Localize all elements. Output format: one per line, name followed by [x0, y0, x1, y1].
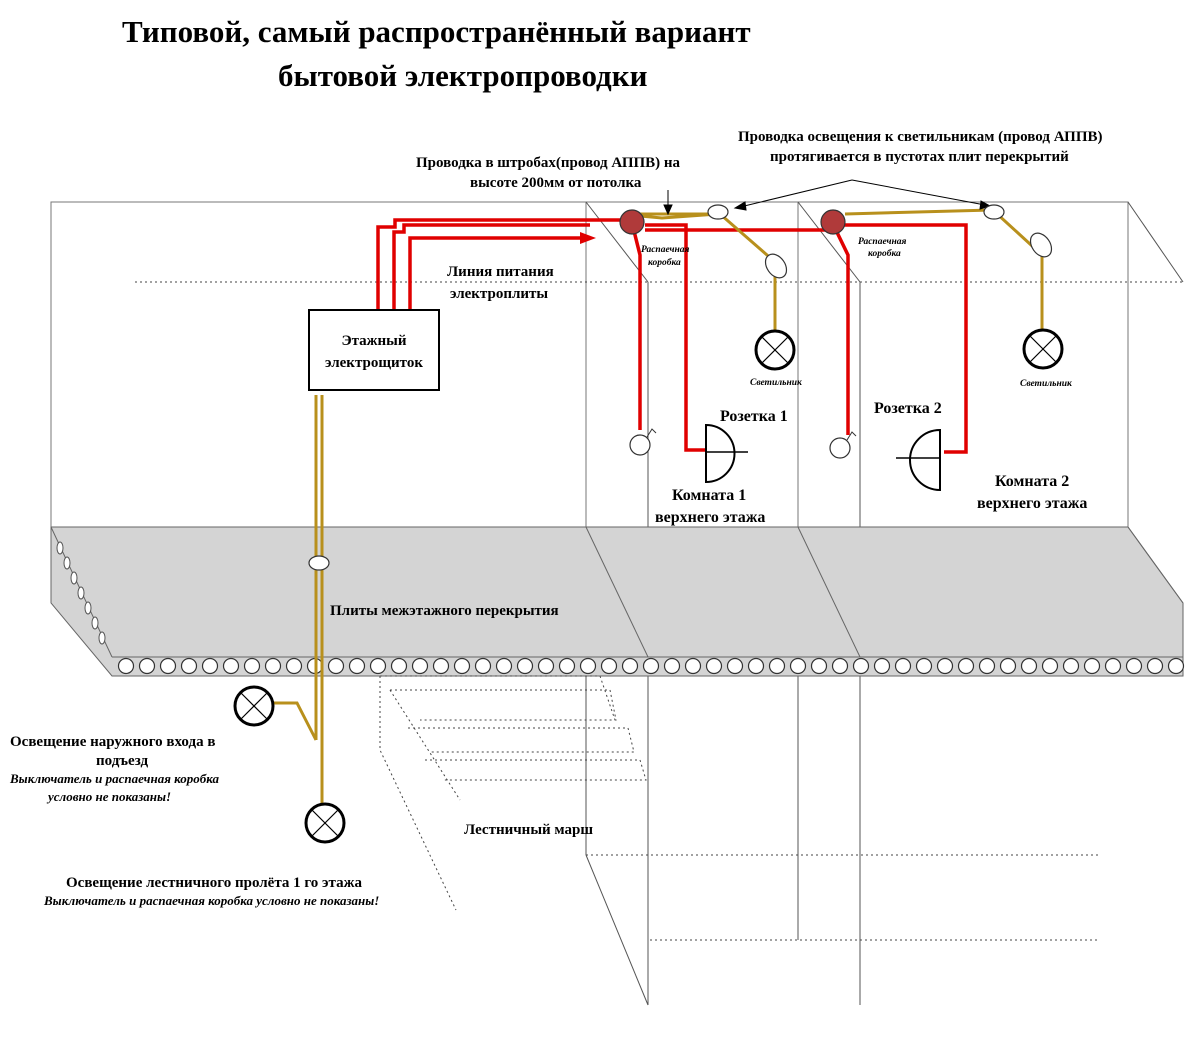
slab-hollow — [726, 657, 744, 675]
socket-2-label: Розетка 2 — [874, 400, 942, 417]
slab-hollow — [810, 657, 828, 675]
slab-hollow — [894, 657, 912, 675]
slab-hollow — [390, 657, 408, 675]
slab-hollow — [978, 657, 996, 675]
stair-light-label: Освещение лестничного пролёта 1 го этажа — [66, 875, 362, 891]
slab-hollow — [474, 657, 492, 675]
slab-hollow — [1104, 657, 1122, 675]
lamp-icon — [1022, 328, 1064, 370]
electrical-panel-icon: Этажный электрощиток — [308, 309, 440, 391]
slab-hollow — [642, 657, 660, 675]
switch-icon — [829, 431, 857, 459]
annotation-arrows — [663, 179, 992, 216]
slab-hollow — [831, 657, 849, 675]
room-2-label-line-1: Комната 2 — [995, 473, 1069, 490]
slab-hollow — [453, 657, 471, 675]
slab-hollow — [432, 657, 450, 675]
junction-box-1-label-line-1: Распаечная — [641, 245, 690, 255]
socket-1-label: Розетка 1 — [720, 408, 788, 425]
slab-hollow — [1041, 657, 1059, 675]
slab-hollow — [264, 657, 282, 675]
slab-hollow — [117, 657, 135, 675]
slab-hollow — [873, 657, 891, 675]
slab-hollow — [1062, 657, 1080, 675]
entrance-label-line-2: подъезд — [96, 753, 148, 769]
slab-hollow — [936, 657, 954, 675]
slab-hollow — [369, 657, 387, 675]
junction-box-2-label-line-2: коробка — [868, 248, 901, 259]
slab-hollow — [537, 657, 555, 675]
slab-hollow — [222, 657, 240, 675]
slab-hollow — [285, 657, 303, 675]
slab-hollow — [180, 657, 198, 675]
slab-hollow — [138, 657, 156, 675]
shtroba-label-line-2: высоте 200мм от потолка — [470, 175, 642, 191]
slab-hollow — [768, 657, 786, 675]
slab-hollow — [495, 657, 513, 675]
junction-box-1-label-line-2: коробка — [648, 257, 681, 268]
staircase — [379, 675, 647, 911]
slab-hollow — [1146, 657, 1164, 675]
junction-box-icon — [619, 209, 645, 235]
slab-hollow — [789, 657, 807, 675]
slab-hollow — [915, 657, 933, 675]
lighting-label-line-2: протягивается в пустотах плит перекрытий — [770, 149, 1069, 165]
junction-box-2-label-line-1: Распаечная — [858, 237, 907, 247]
slab-hollow — [999, 657, 1017, 675]
slab-hollow — [243, 657, 261, 675]
room-1-label-line-1: Комната 1 — [672, 487, 746, 504]
entrance-label-line-1: Освещение наружного входа в — [10, 734, 215, 750]
lamp-2-label: Светильник — [1020, 379, 1073, 389]
slab-hollow — [327, 657, 345, 675]
slab-label: Плиты межэтажного перекрытия — [330, 603, 559, 619]
lamp-icon — [304, 802, 346, 844]
room-2-label-line-2: верхнего этажа — [977, 495, 1087, 512]
socket-icon — [705, 423, 748, 484]
slab-hollow — [1083, 657, 1101, 675]
slab-hollow — [516, 657, 534, 675]
slab-hollow — [159, 657, 177, 675]
slab-hollow — [1125, 657, 1143, 675]
junction-box-icon — [820, 209, 846, 235]
room-1-label-line-2: верхнего этажа — [655, 509, 765, 526]
stair-light-note: Выключатель и распаечная коробка условно… — [43, 893, 379, 908]
switch-icon — [629, 428, 657, 456]
socket-icon — [896, 428, 941, 492]
lighting-label-line-1: Проводка освещения к светильникам (прово… — [738, 129, 1102, 145]
slab-hollow — [1020, 657, 1038, 675]
slab-hollow — [579, 657, 597, 675]
slab-hollow — [201, 657, 219, 675]
slab-hollow — [957, 657, 975, 675]
slab-hollow — [411, 657, 429, 675]
panel-label-line-2: электрощиток — [325, 355, 423, 371]
wire-passages — [308, 204, 1053, 571]
stove-label-line-2: электроплиты — [450, 286, 548, 302]
panel-label-line-1: Этажный — [341, 333, 406, 349]
title-line-2: бытовой электропроводки — [278, 58, 648, 93]
shtroba-label-line-1: Проводка в штробах(провод АППВ) на — [416, 155, 681, 171]
slab-hollow — [348, 657, 366, 675]
slab-hollow — [663, 657, 681, 675]
stairs-label: Лестничный марш — [464, 822, 593, 838]
slab-hollow — [684, 657, 702, 675]
slab-hollow — [747, 657, 765, 675]
floor-slab — [50, 526, 1185, 677]
stove-label-line-1: Линия питания — [447, 264, 554, 280]
slab-hollow — [852, 657, 870, 675]
slab-hollow — [705, 657, 723, 675]
lamp-icon — [233, 685, 275, 727]
lamp-icon — [754, 329, 796, 371]
slab-hollow — [558, 657, 576, 675]
slab-hollow — [1167, 657, 1185, 675]
entrance-note-line-2: условно не показаны! — [46, 789, 171, 804]
slab-hollow — [600, 657, 618, 675]
title-line-1: Типовой, самый распространённый вариант — [122, 14, 751, 49]
entrance-note-line-1: Выключатель и распаечная коробка — [9, 771, 220, 786]
lamp-1-label: Светильник — [750, 378, 803, 388]
slab-hollow — [621, 657, 639, 675]
